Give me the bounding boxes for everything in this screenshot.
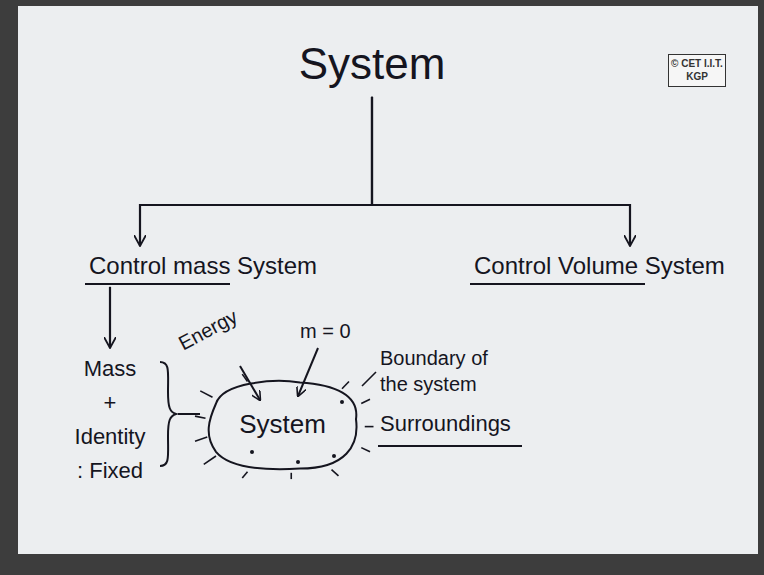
node-text: System xyxy=(293,36,452,93)
surroundings-hatch xyxy=(242,472,247,478)
surroundings-hatch xyxy=(361,448,370,452)
property-list: Mass + Identity : Fixed xyxy=(71,352,150,488)
boundary-path xyxy=(209,381,357,469)
underline xyxy=(470,283,645,285)
surroundings-hatch xyxy=(361,399,370,403)
connector-arrow xyxy=(109,287,111,348)
surroundings-hatch xyxy=(195,437,207,441)
boundary-label: Boundary of the system xyxy=(380,345,510,397)
particle-dot xyxy=(296,460,300,464)
paper xyxy=(18,6,758,554)
leader-line xyxy=(362,372,376,386)
particle-dot xyxy=(332,454,336,458)
particle-dot xyxy=(250,450,254,454)
surroundings-hatch xyxy=(290,473,292,479)
node-text: Mass + Identity : Fixed xyxy=(71,352,150,488)
surroundings-hatch xyxy=(365,426,374,428)
underline xyxy=(85,283,230,285)
connector-arrow xyxy=(140,97,372,246)
node-text: Control Volume System xyxy=(470,250,729,283)
root-term: System xyxy=(293,36,452,93)
brace-dash xyxy=(178,413,200,415)
node-text: System xyxy=(239,409,326,440)
surroundings-hatch xyxy=(200,391,212,397)
surroundings-label: Surroundings xyxy=(380,410,511,439)
surroundings-hatch xyxy=(242,374,247,381)
surroundings-hatch xyxy=(342,381,349,388)
branch-term: Control Volume System xyxy=(470,250,729,283)
mass-flow-label: m = 0 xyxy=(300,318,351,344)
surroundings-hatch xyxy=(204,456,216,464)
brace xyxy=(160,362,176,466)
mass-flow-arrow xyxy=(298,348,318,396)
logo-box: © CET I.I.T. KGP xyxy=(668,54,726,87)
node-text: Control mass System xyxy=(85,250,321,283)
node-text: © CET I.I.T. KGP xyxy=(671,58,723,83)
system-blob: System xyxy=(195,372,370,477)
branch-term: Control mass System xyxy=(85,250,321,283)
particle-dot xyxy=(340,400,344,404)
surroundings-hatch xyxy=(195,416,206,418)
surroundings-hatch xyxy=(332,470,339,476)
connector-arrow xyxy=(372,97,630,246)
underline xyxy=(378,445,522,447)
